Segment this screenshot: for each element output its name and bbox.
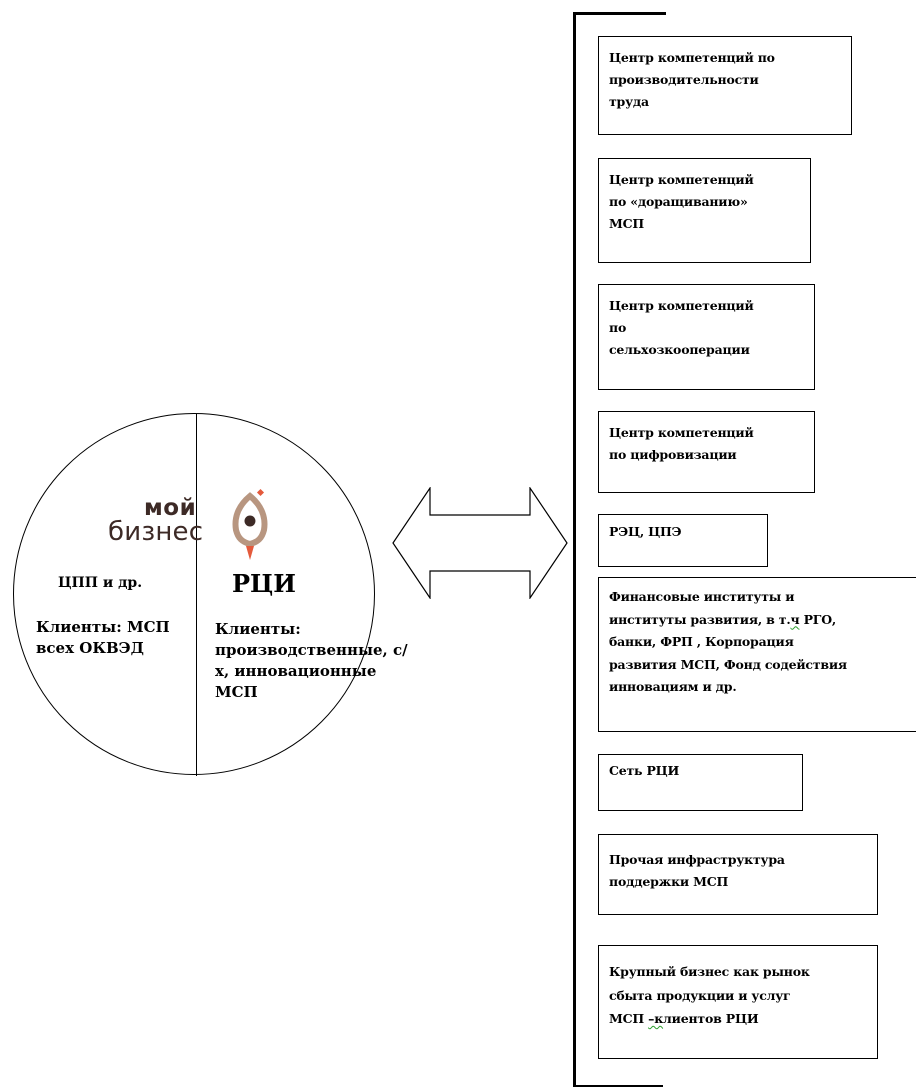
- box-text: Прочая инфраструктура поддержки МСП: [609, 852, 785, 889]
- box-text: Сеть РЦИ: [609, 763, 680, 778]
- rocket-icon: [232, 488, 268, 560]
- box-other-infrastructure: Прочая инфраструктура поддержки МСП: [598, 834, 878, 915]
- center-circle: [13, 413, 375, 775]
- circle-divider: [196, 414, 197, 776]
- logo-line1: мой: [144, 495, 197, 521]
- spellcheck-mark: –к: [648, 1011, 664, 1026]
- box-agri-cooperation-center: Центр компетенций по сельхозкооперации: [598, 284, 815, 390]
- box-productivity-center: Центр компетенций по производительности …: [598, 36, 852, 135]
- box-financial-institutions: Финансовые институты и институты развити…: [598, 577, 916, 732]
- spellcheck-mark: ч: [790, 611, 800, 627]
- box-text-part: РГО, банки, ФРП , Корпорация развития МС…: [609, 611, 847, 695]
- box-text: Центр компетенций по цифровизации: [609, 425, 754, 462]
- box-digitalization-center: Центр компетенций по цифровизации: [598, 411, 815, 493]
- box-text-part: лиентов РЦИ: [663, 1011, 759, 1026]
- double-arrow-icon: [392, 487, 568, 599]
- box-text: Крупный бизнес как рынок сбыта продукции…: [609, 960, 869, 1031]
- left-title: ЦПП и др.: [58, 575, 143, 591]
- box-text: Центр компетенций по производительности …: [609, 50, 775, 109]
- box-rci-network: Сеть РЦИ: [598, 754, 803, 811]
- bracket-top: [573, 12, 666, 15]
- box-text: Финансовые институты и институты развити…: [609, 586, 908, 699]
- box-text-part: Крупный бизнес как рынок сбыта продукции…: [609, 964, 810, 1026]
- box-scaling-center: Центр компетенций по «доращиванию» МСП: [598, 158, 811, 263]
- bracket-line: [573, 12, 576, 1086]
- left-clients: Клиенты: МСП всех ОКВЭД: [36, 618, 170, 657]
- box-large-business: Крупный бизнес как рынок сбыта продукции…: [598, 945, 878, 1059]
- box-text: Центр компетенций по сельхозкооперации: [609, 298, 754, 357]
- box-text-part: Финансовые институты и институты развити…: [609, 589, 795, 627]
- rci-title: РЦИ: [232, 569, 296, 598]
- box-rec-cpe: РЭЦ, ЦПЭ: [598, 514, 768, 567]
- moy-biznes-logo: мой бизнес: [108, 497, 228, 561]
- box-text: РЭЦ, ЦПЭ: [609, 524, 682, 539]
- bracket-bottom: [573, 1085, 663, 1087]
- box-text: Центр компетенций по «доращиванию» МСП: [609, 172, 754, 231]
- logo-line2: бизнес: [108, 517, 204, 547]
- right-clients: Клиенты: производственные, с/х, инноваци…: [215, 620, 408, 701]
